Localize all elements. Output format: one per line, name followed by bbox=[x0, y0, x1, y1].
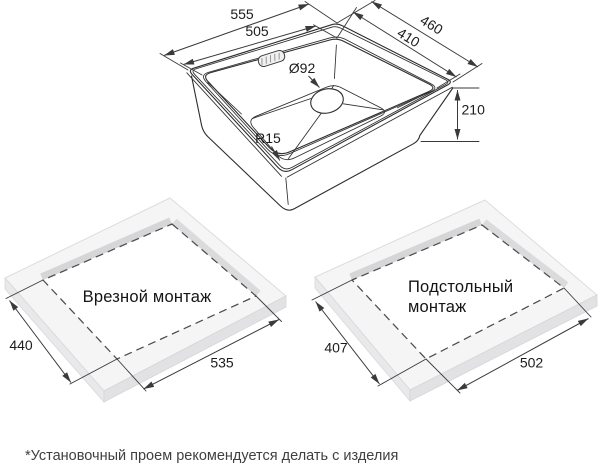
sink-body-outline bbox=[190, 75, 454, 211]
wall-seam-left bbox=[207, 82, 242, 115]
undermount-ext-width-left bbox=[425, 358, 461, 394]
sink-body-front-seam bbox=[285, 177, 289, 205]
undermount-ext-depth-bottom bbox=[377, 358, 427, 387]
inset-mount-title: Врезной монтаж bbox=[83, 288, 212, 306]
crease-right bbox=[342, 103, 384, 111]
wall-seam-back bbox=[333, 44, 337, 79]
dim-label-outer-depth: 460 bbox=[417, 12, 445, 38]
undermount-cutout-hole bbox=[352, 225, 564, 359]
inset-dim-line-depth bbox=[9, 300, 72, 383]
undermount-dim-line-depth bbox=[315, 301, 380, 385]
rim-outer-edge-chamfer bbox=[192, 26, 449, 170]
inset-cutout-wall-right bbox=[172, 218, 261, 296]
footnote: *Установочный проем рекомендуется делать… bbox=[25, 448, 399, 464]
inset-dim-line-width bbox=[143, 319, 280, 390]
dim-label-inner-width: 505 bbox=[245, 23, 269, 39]
inset-dim-label-width: 535 bbox=[210, 355, 234, 371]
sink-isometric-view: 555 505 460 410 Ø92 R15 210 bbox=[159, 0, 486, 211]
dim-label-height: 210 bbox=[462, 102, 486, 118]
dim-line-410 bbox=[352, 11, 457, 78]
basin-wall-seams bbox=[207, 44, 430, 115]
basin-opening-edge-outer bbox=[203, 36, 436, 156]
undermount-title-line1: Подстольный bbox=[408, 278, 513, 296]
dim-label-outer-width: 555 bbox=[230, 6, 254, 22]
ext-460-top bbox=[336, 0, 376, 24]
rim-under-edge-right bbox=[286, 86, 453, 178]
inset-ext-depth-bottom bbox=[69, 358, 118, 385]
leader-corner-radius bbox=[271, 146, 281, 161]
inset-cutout-wall-left bbox=[40, 217, 173, 280]
ext-555-left bbox=[159, 53, 189, 71]
wall-seam-right bbox=[397, 91, 430, 109]
ext-505-left bbox=[180, 62, 203, 76]
crease-front bbox=[288, 111, 323, 159]
dim-line-505 bbox=[183, 25, 317, 65]
dim-label-corner-radius: R15 bbox=[255, 130, 281, 146]
inset-ext-width-left bbox=[116, 358, 147, 392]
undermount-cutout-dashed-outline bbox=[351, 224, 565, 360]
dim-label-drain-diameter: Ø92 bbox=[289, 60, 316, 76]
undermount-dim-line-width bbox=[456, 318, 589, 391]
leader-drain-diameter bbox=[308, 75, 320, 88]
undermount-view: Подстольный монтаж 407 502 bbox=[311, 199, 598, 403]
drain-slope-creases bbox=[252, 85, 384, 159]
inset-mount-view: Врезной монтаж 440 535 bbox=[4, 197, 287, 404]
rim-under-edge-left bbox=[186, 72, 282, 177]
dim-label-inner-depth: 410 bbox=[395, 24, 423, 50]
ext-555-right bbox=[304, 1, 338, 24]
inset-cutout-hole bbox=[43, 224, 256, 359]
undermount-ext-width-right bbox=[563, 287, 592, 318]
ext-505-right bbox=[313, 24, 338, 39]
undermount-cutout-wall-left bbox=[349, 218, 482, 280]
undermount-cutout-wall-right bbox=[482, 219, 569, 288]
inset-ext-depth-top bbox=[5, 279, 44, 299]
undermount-dim-label-width: 502 bbox=[520, 355, 544, 371]
drain-hole bbox=[310, 88, 344, 114]
undermount-ext-depth-top bbox=[311, 279, 353, 301]
undermount-title-line2: монтаж bbox=[408, 298, 466, 316]
undermount-dim-label-depth: 407 bbox=[324, 340, 348, 356]
crease-left bbox=[252, 98, 312, 119]
basin-opening-edge bbox=[205, 38, 434, 155]
inset-dim-label-depth: 440 bbox=[9, 337, 33, 353]
inset-ext-width-right bbox=[255, 295, 282, 322]
